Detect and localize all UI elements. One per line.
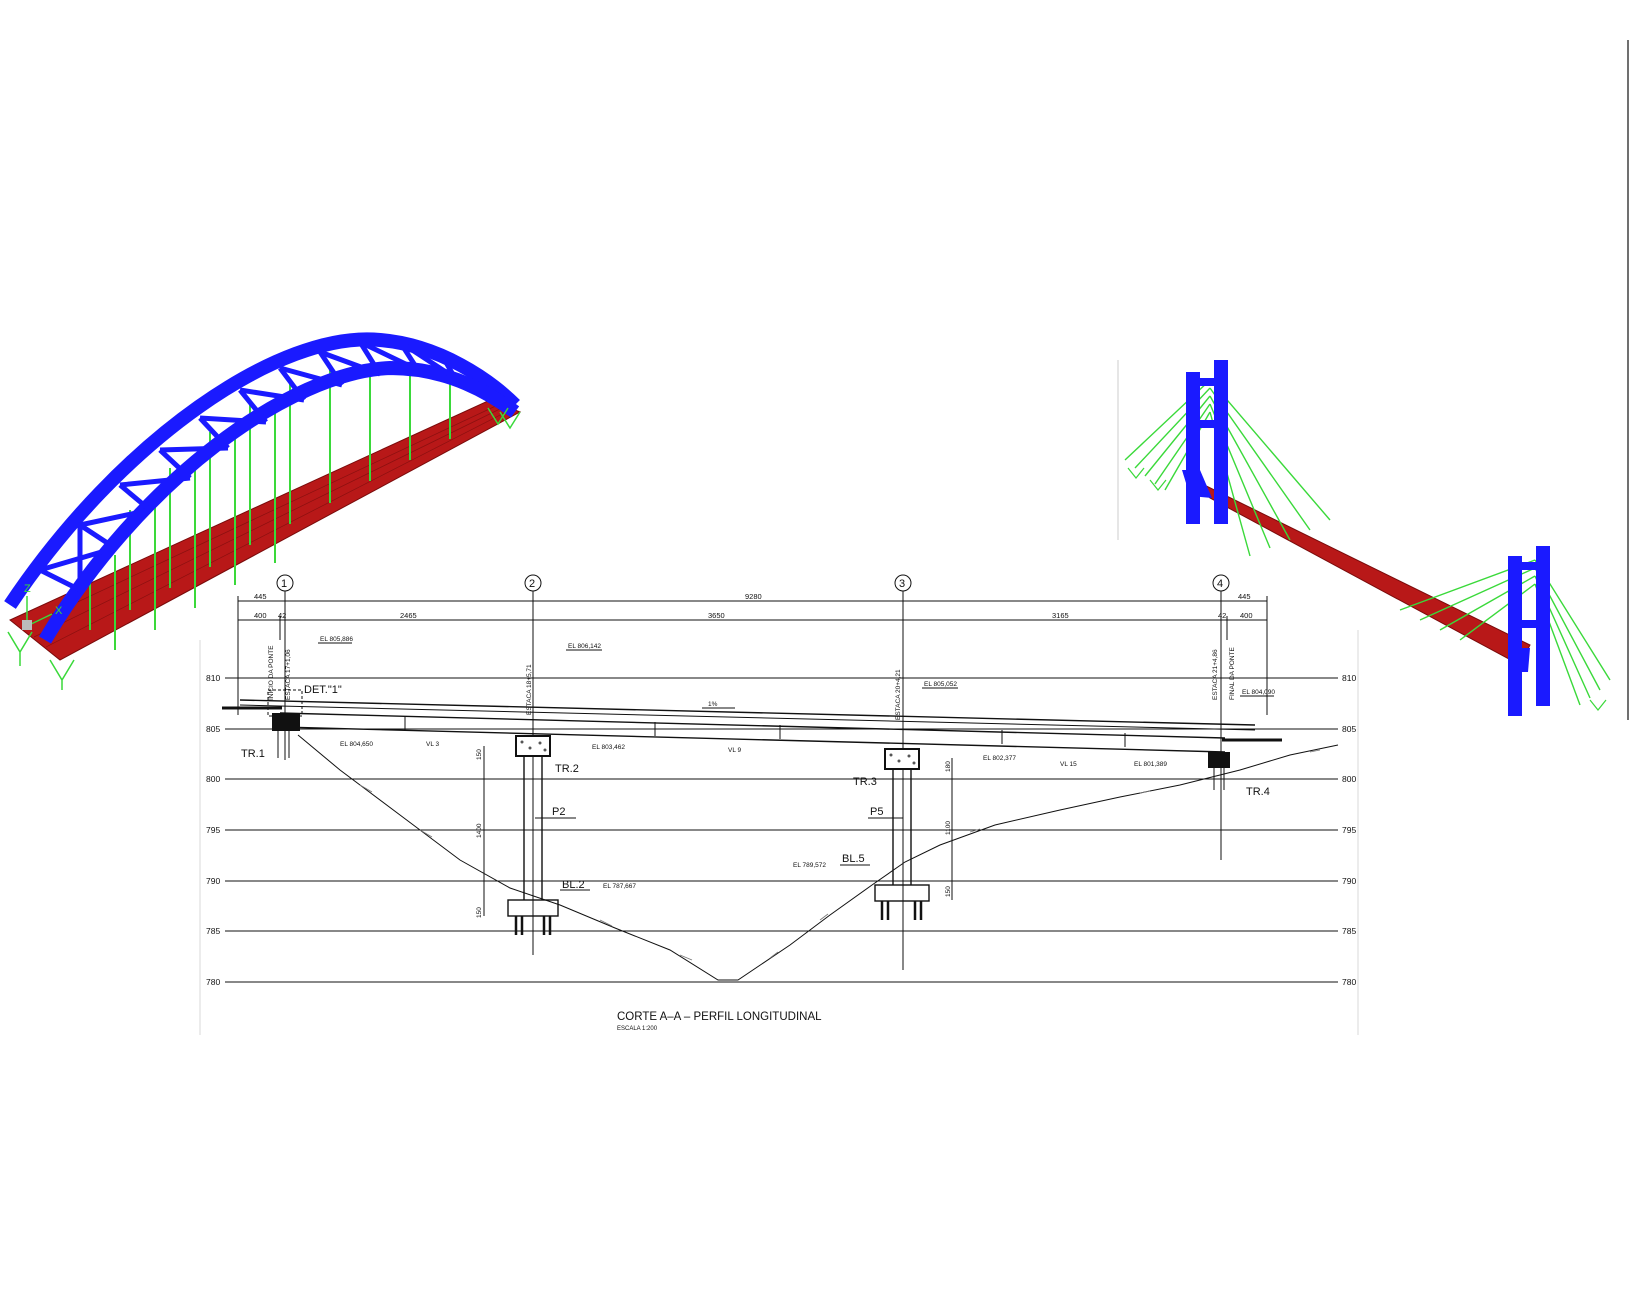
tag-tr3: TR.3: [853, 776, 877, 788]
arch-rib-back: [4, 332, 520, 609]
level-label-right: 780: [1342, 977, 1356, 987]
tag-tr2: TR.2: [555, 763, 579, 775]
axis-label: 1: [281, 578, 287, 590]
dim-span-1: 2465: [400, 611, 417, 620]
footing-bl2: [507, 899, 559, 917]
elevation-label: EL 802,377: [983, 755, 1016, 762]
tag-tr1: TR.1: [241, 748, 265, 760]
dim-right-400: 400: [1240, 611, 1253, 620]
axis-markers: 1 2 3 4: [276, 574, 1230, 970]
drawing-scale: ESCALA 1:200: [617, 1026, 658, 1032]
svg-text:Z: Z: [24, 583, 31, 595]
cable-stayed-model: [1117, 40, 1629, 720]
beam-label: VL 9: [728, 747, 742, 754]
tag-p5: P5: [870, 806, 883, 818]
dim-left: 445: [254, 592, 267, 601]
level-label-right: 805: [1342, 724, 1356, 734]
pylon-right: [1508, 546, 1550, 716]
cable-stayed-deck: [1189, 477, 1531, 666]
station-note: ESTACA 20+4,21: [895, 669, 902, 720]
level-label-left: 785: [206, 926, 220, 936]
dim-total: 9280: [745, 592, 762, 601]
dim-right: 445: [1238, 592, 1251, 601]
station-note: ESTACA 21+4,86: [1212, 649, 1219, 700]
tag-bl5: BL.5: [842, 853, 865, 865]
pier-column-3: [892, 769, 912, 885]
pier-column-2: [523, 756, 543, 900]
station-note: ESTACA 17+1,06: [285, 649, 292, 700]
tag-bl2: BL.2: [562, 879, 585, 891]
pier-cap-3: [884, 748, 920, 770]
vertical-dim: 1400: [476, 823, 483, 838]
axis-label: 3: [899, 578, 905, 590]
longitudinal-section: 810 805 800 795 790 785 780 810 805 800 …: [199, 574, 1359, 1035]
elevation-label: EL 803,462: [592, 744, 625, 751]
axis-triad-icon: Z X: [22, 583, 63, 630]
footing-bl5: [874, 884, 930, 902]
dim-left-400: 400: [254, 611, 267, 620]
vertical-dim: 150: [476, 749, 483, 760]
beam-label: VL 3: [426, 741, 440, 748]
vertical-dim: 150: [945, 886, 952, 897]
terrain-profile: [297, 734, 1339, 981]
level-label-left: 795: [206, 825, 220, 835]
axis-label: 4: [1217, 578, 1223, 590]
dim-small-left: 42: [278, 611, 286, 620]
level-label-left: 805: [206, 724, 220, 734]
level-label-right: 810: [1342, 673, 1356, 683]
vertical-dim: 180: [945, 761, 952, 772]
slope-label: 1%: [708, 701, 718, 708]
elevation-label: EL 801,389: [1134, 761, 1167, 768]
arch-bridge-model: Z X: [4, 332, 522, 690]
drawing-title: CORTE A–A – PERFIL LONGITUDINAL: [617, 1011, 822, 1023]
level-label-left: 810: [206, 673, 220, 683]
elevation-label: EL 787,667: [603, 883, 636, 890]
elevation-label: EL 806,142: [568, 643, 601, 650]
tag-det1: DET."1": [304, 684, 342, 696]
axis-label: 2: [529, 578, 535, 590]
svg-text:X: X: [55, 605, 63, 617]
arch-bracing: [38, 339, 458, 593]
elevation-label: EL 805,886: [320, 636, 353, 643]
station-note: ESTACA 18+5,71: [526, 664, 533, 715]
dim-span-3: 3165: [1052, 611, 1069, 620]
pier-cap-2: [515, 735, 551, 757]
tag-tr4: TR.4: [1246, 786, 1270, 798]
elevation-label: EL 804,650: [340, 741, 373, 748]
level-label-right: 795: [1342, 825, 1356, 835]
dim-span-2: 3650: [708, 611, 725, 620]
vertical-dim: 1100: [945, 821, 952, 835]
level-label-left: 780: [206, 977, 220, 987]
elevation-label: EL 789,572: [793, 862, 826, 869]
elevation-label: EL 804,090: [1242, 689, 1275, 696]
elevation-grid: [225, 677, 1338, 983]
level-label-left: 800: [206, 774, 220, 784]
level-label-left: 790: [206, 876, 220, 886]
elevation-label: EL 805,052: [924, 681, 957, 688]
level-label-right: 785: [1342, 926, 1356, 936]
beam-label: VL 15: [1060, 761, 1077, 768]
bridge-deck-section: [222, 699, 1282, 935]
level-label-right: 800: [1342, 774, 1356, 784]
tag-p2: P2: [552, 806, 565, 818]
dim-small-right: 42: [1218, 611, 1226, 620]
pylon-left: [1186, 360, 1228, 524]
vertical-dim: 150: [476, 907, 483, 918]
dimension-lines: [237, 596, 1268, 715]
station-note: FINAL DA PONTE: [1229, 646, 1236, 700]
station-note: INÍCIO DA PONTE: [266, 645, 275, 700]
level-label-right: 790: [1342, 876, 1356, 886]
